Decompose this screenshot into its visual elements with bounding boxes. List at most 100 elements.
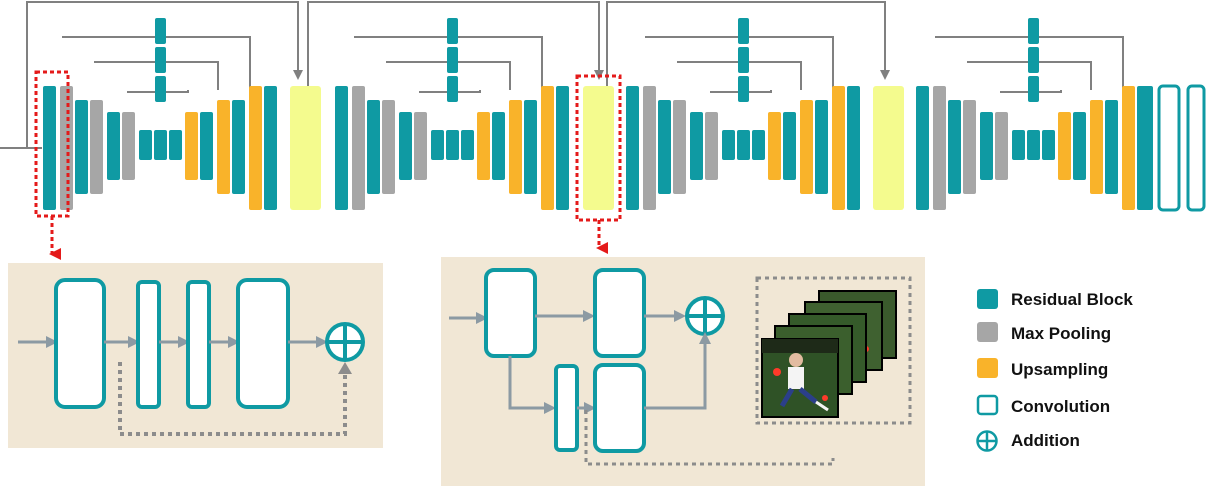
convolution-block: [484, 268, 537, 358]
max-pooling-block: [705, 112, 718, 180]
convolution-block: [236, 278, 290, 409]
residual-block: [1073, 112, 1086, 180]
intermediate-blocks: [290, 86, 904, 210]
residual-block: [139, 130, 152, 160]
residual-block: [556, 86, 569, 210]
upsampling-swatch: [977, 358, 998, 378]
legend: Residual Block Max Pooling Upsampling Co…: [976, 289, 1133, 452]
residual-block: [1105, 100, 1118, 194]
residual-block: [447, 18, 458, 44]
residual-block: [154, 130, 167, 160]
residual-block: [1027, 130, 1040, 160]
skip-connection: [419, 90, 481, 93]
skip-connection: [62, 36, 251, 90]
max-pooling-block: [352, 86, 365, 210]
final-convolutions: [1157, 84, 1206, 212]
circle-plus-icon: [325, 322, 365, 362]
legend-item-residual-block: Residual Block: [977, 289, 1133, 309]
max-pooling-block: [643, 86, 656, 210]
hourglass-module: [43, 18, 277, 210]
residual-block: [1028, 76, 1039, 102]
convolution-block: [186, 280, 211, 409]
upsampling-block: [1122, 86, 1135, 210]
residual-block: [1028, 47, 1039, 73]
upsampling-block: [509, 100, 522, 194]
intermediate-block: [873, 86, 904, 210]
residual-block: [200, 112, 213, 180]
upsampling-block: [1090, 100, 1103, 194]
residual-block: [43, 86, 56, 210]
residual-block: [1012, 130, 1025, 160]
highlight-arrows: [49, 216, 608, 260]
skip-connection: [710, 90, 772, 93]
skip-connection: [386, 61, 511, 90]
residual-block: [847, 86, 860, 210]
skip-connection: [967, 61, 1092, 90]
inter-hourglass-skips: [26, 1, 890, 148]
convolution-block: [54, 278, 106, 409]
skip-connection: [94, 61, 219, 90]
residual-block: [155, 76, 166, 102]
residual-block: [107, 112, 120, 180]
residual-block: [524, 100, 537, 194]
residual-block: [447, 76, 458, 102]
legend-item-upsampling: Upsampling: [977, 358, 1108, 379]
residual-block: [1042, 130, 1055, 160]
residual-block: [738, 76, 749, 102]
residual-block: [367, 100, 380, 194]
video-frame: [761, 338, 839, 418]
residual-block: [447, 47, 458, 73]
skip-connection: [127, 90, 189, 93]
max-pooling-block: [995, 112, 1008, 180]
max-pooling-block: [414, 112, 427, 180]
legend-label: Addition: [1011, 431, 1080, 450]
max-pooling-block: [933, 86, 946, 210]
residual-block: [783, 112, 796, 180]
upsampling-block: [800, 100, 813, 194]
convolution-block: [1186, 84, 1206, 212]
convolution-block: [136, 280, 161, 409]
intermediate-block: [290, 86, 321, 210]
residual-block: [738, 18, 749, 44]
residual-block: [948, 100, 961, 194]
circle-plus-icon: [685, 296, 725, 336]
residual-block: [492, 112, 505, 180]
residual-block: [431, 130, 444, 160]
legend-label: Residual Block: [1011, 290, 1133, 309]
residual-block: [626, 86, 639, 210]
upsampling-block: [185, 112, 198, 180]
upsampling-block: [832, 86, 845, 210]
upsampling-block: [217, 100, 230, 194]
residual-block: [980, 112, 993, 180]
video-frame-stack: [761, 290, 897, 418]
legend-label: Upsampling: [1011, 360, 1108, 379]
residual-block: [658, 100, 671, 194]
convolution-block: [1157, 84, 1181, 212]
residual-block: [155, 18, 166, 44]
max-pooling-block: [963, 100, 976, 194]
residual-block: [752, 130, 765, 160]
convolution-block: [554, 364, 579, 452]
residual-block: [461, 130, 474, 160]
legend-item-convolution: Convolution: [976, 394, 1110, 416]
hourglass-module: [335, 18, 569, 210]
residual-block: [815, 100, 828, 194]
intermediate-highlight: [575, 74, 622, 222]
upsampling-block: [768, 112, 781, 180]
residual-block: [737, 130, 750, 160]
circle-plus-icon: [976, 430, 998, 452]
frames-outline: [755, 276, 912, 425]
pooling-swatch: [977, 322, 998, 342]
upsampling-block: [477, 112, 490, 180]
residual-block: [155, 47, 166, 73]
skip-connection: [935, 36, 1124, 90]
residual-swatch: [977, 289, 998, 309]
residual-block: [75, 100, 88, 194]
residual-block: [1028, 18, 1039, 44]
upsampling-block: [249, 86, 262, 210]
convolution-block: [593, 268, 646, 358]
residual-block: [916, 86, 929, 210]
residual-block: [399, 112, 412, 180]
residual-block-detail-panel: [8, 263, 383, 448]
